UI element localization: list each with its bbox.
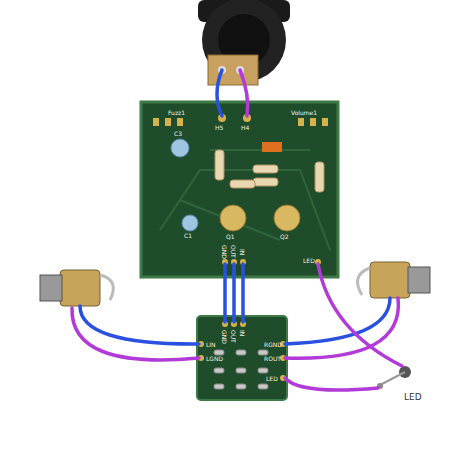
dc-jack	[198, 0, 290, 85]
led-symbol	[377, 366, 411, 389]
input-jack	[40, 270, 113, 306]
pin-label: LIN	[206, 341, 216, 348]
pin-label: C1	[184, 232, 192, 239]
capacitor-symbol	[182, 215, 198, 231]
pin-label: LGND	[206, 355, 223, 362]
capacitor-symbol	[171, 139, 189, 157]
pin-label: GND	[221, 245, 228, 259]
transistor-symbol	[220, 205, 246, 231]
pin-label: IN	[239, 330, 246, 336]
pin-label: LED	[266, 375, 278, 382]
pin-label: OUT	[230, 245, 237, 258]
switch-pcb	[197, 316, 287, 400]
capacitor-symbol	[262, 142, 282, 152]
led-label: LED	[404, 392, 422, 402]
pin-label: H4	[241, 124, 249, 131]
pin-label: H5	[215, 124, 223, 131]
pin-label: Fuzz1	[168, 109, 185, 116]
pin-label: ROUT	[264, 355, 281, 362]
pin-label: IN	[239, 249, 246, 255]
pin-label: OUT	[230, 330, 237, 343]
pin-label: LED	[303, 257, 315, 264]
pin-label: GND	[221, 330, 228, 344]
pin-label: RGND	[264, 341, 282, 348]
transistor-symbol	[274, 205, 300, 231]
main-pcb	[141, 102, 338, 277]
pin-label: Q1	[226, 233, 235, 240]
pin-label: C3	[174, 130, 182, 137]
pin-label: Volume1	[291, 109, 317, 116]
output-jack	[358, 262, 431, 298]
pin-label: Q2	[280, 233, 289, 240]
